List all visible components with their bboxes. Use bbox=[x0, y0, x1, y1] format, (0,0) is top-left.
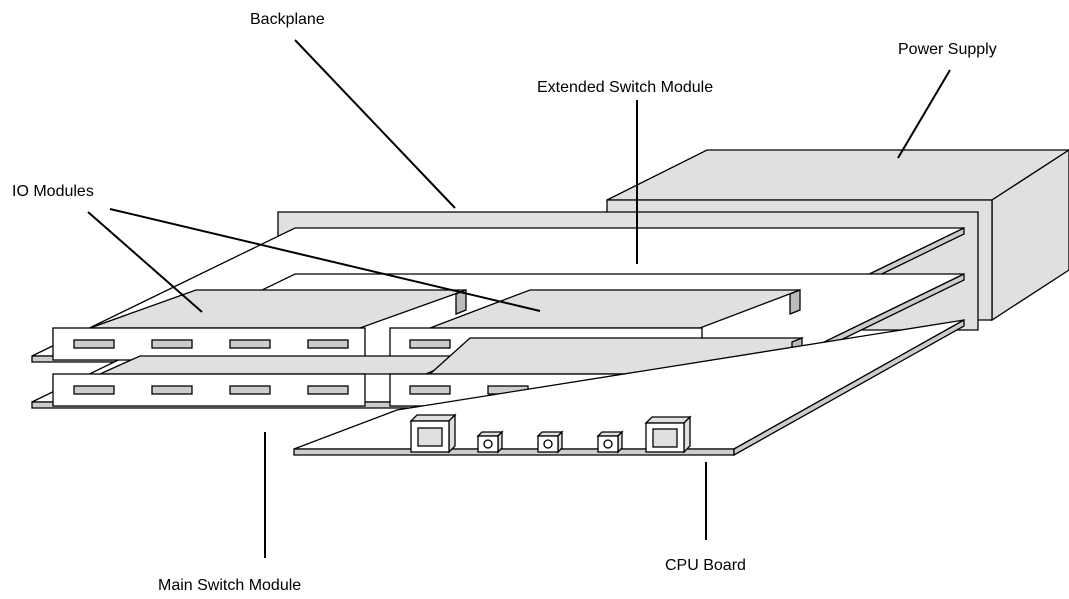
io-module-lower-left bbox=[52, 355, 467, 407]
label-backplane: Backplane bbox=[250, 11, 325, 28]
label-main-switch-module: Main Switch Module bbox=[158, 577, 301, 594]
label-extended-switch-module: Extended Switch Module bbox=[537, 79, 713, 96]
cpu-chip-small-1 bbox=[476, 430, 504, 454]
cpu-chip-small-3 bbox=[596, 430, 624, 454]
cpu-chip-right bbox=[644, 415, 692, 454]
io-module-top-left bbox=[52, 289, 467, 361]
label-cpu-board: CPU Board bbox=[665, 557, 746, 574]
leader-power-supply bbox=[897, 69, 951, 159]
label-io-modules: IO Modules bbox=[12, 183, 94, 200]
label-power-supply: Power Supply bbox=[898, 41, 997, 58]
leader-io-modules-left bbox=[87, 211, 203, 313]
leader-backplane bbox=[294, 39, 456, 209]
leader-io-modules-right bbox=[109, 208, 541, 312]
cpu-board bbox=[293, 318, 965, 457]
cpu-chip-left bbox=[409, 413, 457, 454]
cpu-chip-small-2 bbox=[536, 430, 564, 454]
